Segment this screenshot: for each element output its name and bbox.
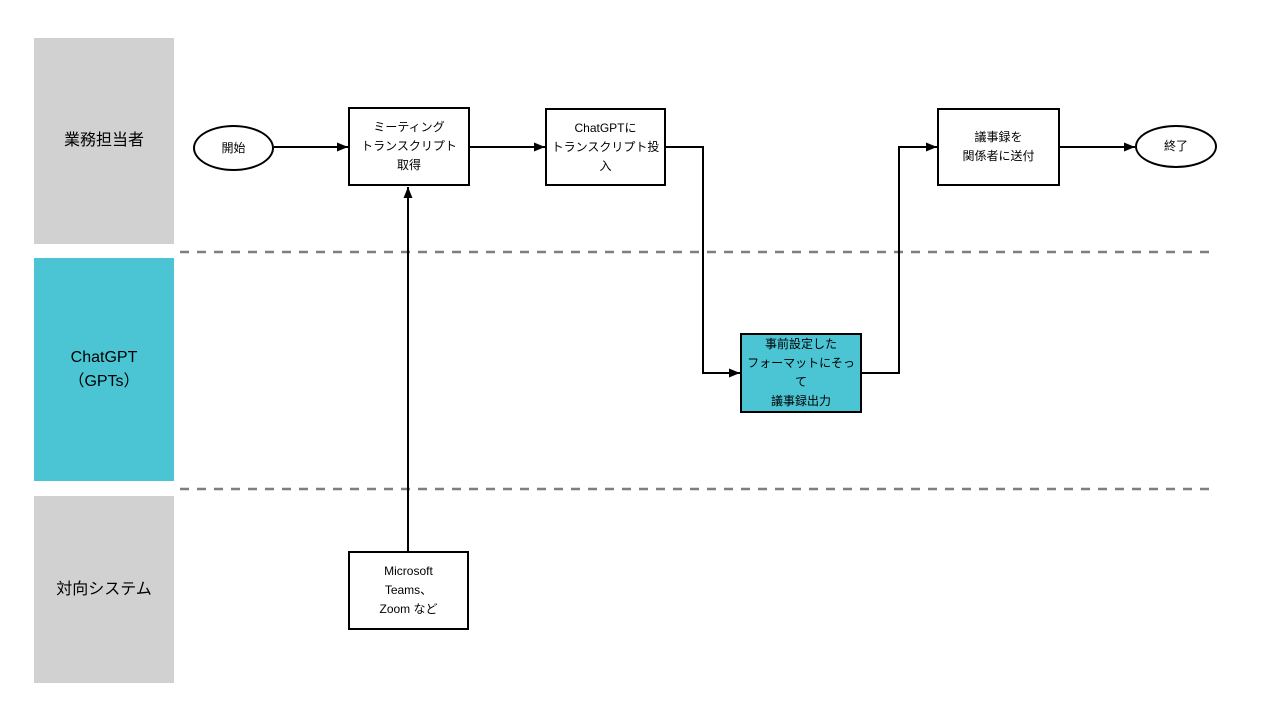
process-output-minutes: 事前設定した フォーマットにそって 議事録出力 <box>740 333 862 413</box>
process-input-transcript: ChatGPTに トランスクリプト投入 <box>545 108 666 186</box>
end-node-label: 終了 <box>1163 139 1188 153</box>
start-node-label: 開始 <box>221 140 246 155</box>
end-node: 終了 <box>1135 125 1217 168</box>
lane-header-counterpart-system: 対向システム <box>34 496 174 683</box>
connector-input-to-output <box>666 146 740 378</box>
process-get-transcript: ミーティング トランスクリプト 取得 <box>348 107 470 186</box>
process-label: ミーティング トランスクリプト 取得 <box>361 120 457 172</box>
lane-header-business: 業務担当者 <box>34 38 174 244</box>
connector-output-to-send <box>862 142 937 374</box>
lane-header-chatgpt: ChatGPT （GPTs） <box>34 258 174 481</box>
lane-label: 業務担当者 <box>63 132 144 149</box>
process-label: Microsoft Teams、 Zoom など <box>379 564 438 616</box>
process-meeting-system: Microsoft Teams、 Zoom など <box>348 551 469 630</box>
process-label: 事前設定した フォーマットにそって 議事録出力 <box>747 337 855 408</box>
start-node: 開始 <box>193 125 274 171</box>
lane-label: ChatGPT （GPTs） <box>68 348 140 390</box>
process-send-minutes: 議事録を 関係者に送付 <box>937 108 1060 186</box>
lane-label: 対向システム <box>56 580 152 598</box>
process-label: ChatGPTに トランスクリプト投入 <box>551 120 660 173</box>
process-label: 議事録を 関係者に送付 <box>962 130 1035 163</box>
